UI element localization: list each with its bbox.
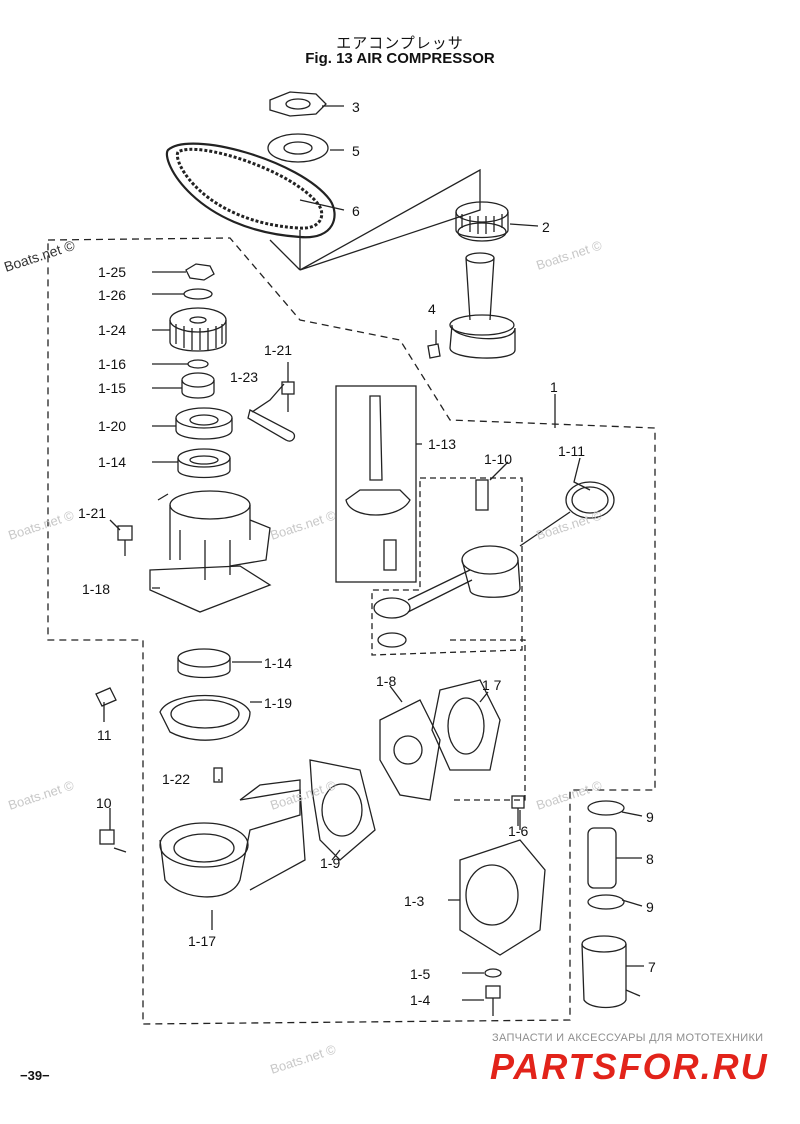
- clip-part-9-upper: [587, 800, 625, 816]
- crankshaft-box: [335, 385, 417, 583]
- pulley-part-2: [455, 201, 509, 242]
- timing-belt: [165, 142, 336, 239]
- callout-1-23: 1-23: [230, 369, 258, 385]
- callout-1-21-upper: 1-21: [264, 342, 292, 358]
- callout-1-18: 1-18: [82, 581, 110, 597]
- gasket-part-1-9: [309, 759, 376, 861]
- washer-part-1-5: [484, 968, 502, 978]
- callout-1-22: 1-22: [162, 771, 190, 787]
- callout-8: 8: [646, 851, 654, 867]
- washer-part-5: [267, 133, 329, 163]
- callout-1-7: 1 7: [482, 677, 502, 693]
- nut-part-3: [269, 91, 327, 117]
- nut-part-1-25: [185, 263, 215, 281]
- callout-1-10: 1-10: [484, 451, 512, 467]
- pump-group-outline: [450, 639, 526, 801]
- callout-9-upper: 9: [646, 809, 654, 825]
- cylinder-part-1-17: [159, 779, 306, 898]
- watermark-boatsnet: Boats.net ©: [268, 1041, 338, 1076]
- page-number: −39−: [20, 1068, 50, 1083]
- callout-1: 1: [550, 379, 558, 395]
- callout-7: 7: [648, 959, 656, 975]
- callout-1-24: 1-24: [98, 322, 126, 338]
- callout-1-6: 1-6: [508, 823, 528, 839]
- connecting-rod: [373, 569, 473, 648]
- washer-part-1-26: [183, 288, 213, 300]
- callout-1-3: 1-3: [404, 893, 424, 909]
- callout-9-lower: 9: [646, 899, 654, 915]
- callout-1-11: 1-11: [558, 443, 585, 459]
- piston-assembly: [461, 545, 521, 598]
- pulley-bracket-outline: [299, 168, 481, 271]
- callout-labels: 3 5 6 2 4 1 1-25 1-26 1-24 1-16 1-15 1-2…: [78, 99, 656, 1008]
- callout-4: 4: [428, 301, 436, 317]
- ad-tagline: ЗАПЧАСТИ И АКСЕССУАРЫ ДЛЯ МОТОТЕХНИКИ: [492, 1032, 764, 1044]
- gear-part-1-24: [169, 307, 227, 352]
- washer-part-1-16: [187, 359, 209, 369]
- hose-part-8: [587, 827, 617, 889]
- callout-2: 2: [542, 219, 550, 235]
- watermark-boatsnet: Boats.net ©: [6, 777, 76, 812]
- callout-1-14-upper: 1-14: [98, 454, 126, 470]
- callout-1-16: 1-16: [98, 356, 126, 372]
- clip-part-9-lower: [587, 894, 625, 910]
- oil-seal-part-1-20: [175, 407, 233, 440]
- bolt-part-1-6: [511, 795, 525, 826]
- callout-1-9: 1-9: [320, 855, 340, 871]
- watermark-boatsnet: Boats.net ©: [534, 237, 604, 272]
- watermark-boatsnet: Boats.net ©: [268, 507, 338, 542]
- watermarks: Boats.net © Boats.net © Boats.net © Boat…: [2, 237, 604, 1077]
- gasket-part-1-19: [159, 694, 251, 741]
- drive-shaft-assembly: [449, 252, 516, 359]
- collar-part-1-15: [181, 372, 215, 399]
- pump-body-part-1-3: [459, 839, 546, 956]
- callout-3: 3: [352, 99, 360, 115]
- fitting-part-1-22: [213, 767, 223, 783]
- assembly-1-outline: [47, 237, 656, 1025]
- callout-11: 11: [97, 727, 112, 743]
- filter-part-7: [581, 935, 641, 1009]
- callout-10: 10: [96, 795, 112, 811]
- callout-1-13: 1-13: [428, 436, 456, 452]
- bearing-part-1-14-lower: [177, 648, 231, 679]
- callout-1-25: 1-25: [98, 264, 126, 280]
- bracket-part-1-23: [247, 409, 296, 442]
- piston-group-outline: [371, 477, 523, 656]
- callout-1-15: 1-15: [98, 380, 126, 396]
- callout-1-5: 1-5: [410, 966, 430, 982]
- callout-1-20: 1-20: [98, 418, 126, 434]
- watermark-boatsnet-main: Boats.net ©: [2, 237, 77, 275]
- callout-5: 5: [352, 143, 360, 159]
- callout-1-19: 1-19: [264, 695, 292, 711]
- bolt-part-1-21-lower: [117, 525, 133, 556]
- bearing-part-1-14-upper: [177, 448, 231, 479]
- watermark-boatsnet: Boats.net ©: [6, 507, 76, 542]
- key-part-4: [427, 343, 441, 359]
- figure-title: Fig. 13 AIR COMPRESSOR: [305, 50, 495, 67]
- watermark-boatsnet: Boats.net ©: [534, 777, 604, 812]
- fitting-part-1-4: [485, 985, 501, 1016]
- callout-1-8: 1-8: [376, 673, 396, 689]
- crankshaft-part-1-13: [345, 395, 411, 571]
- upper-housing-part-1-18: [149, 490, 272, 613]
- ad-brand-logo[interactable]: PARTSFOR.RU: [490, 1046, 769, 1087]
- callout-1-17: 1-17: [188, 933, 216, 949]
- cover-part-1-7: [431, 679, 501, 771]
- pin-part-11: [95, 687, 117, 707]
- callout-1-21-lower: 1-21: [78, 505, 106, 521]
- piston-pin-part-1-10: [475, 479, 489, 511]
- piston-rings-part-1-11: [565, 481, 615, 519]
- callout-6: 6: [352, 203, 360, 219]
- callout-1-26: 1-26: [98, 287, 126, 303]
- callout-1-14-lower: 1-14: [264, 655, 292, 671]
- plate-part-1-8: [379, 699, 441, 801]
- title-japanese: エアコンプレッサ: [336, 35, 464, 52]
- callout-1-4: 1-4: [410, 992, 430, 1008]
- bolt-part-10: [99, 829, 127, 853]
- bolt-part-1-21-upper: [281, 381, 295, 412]
